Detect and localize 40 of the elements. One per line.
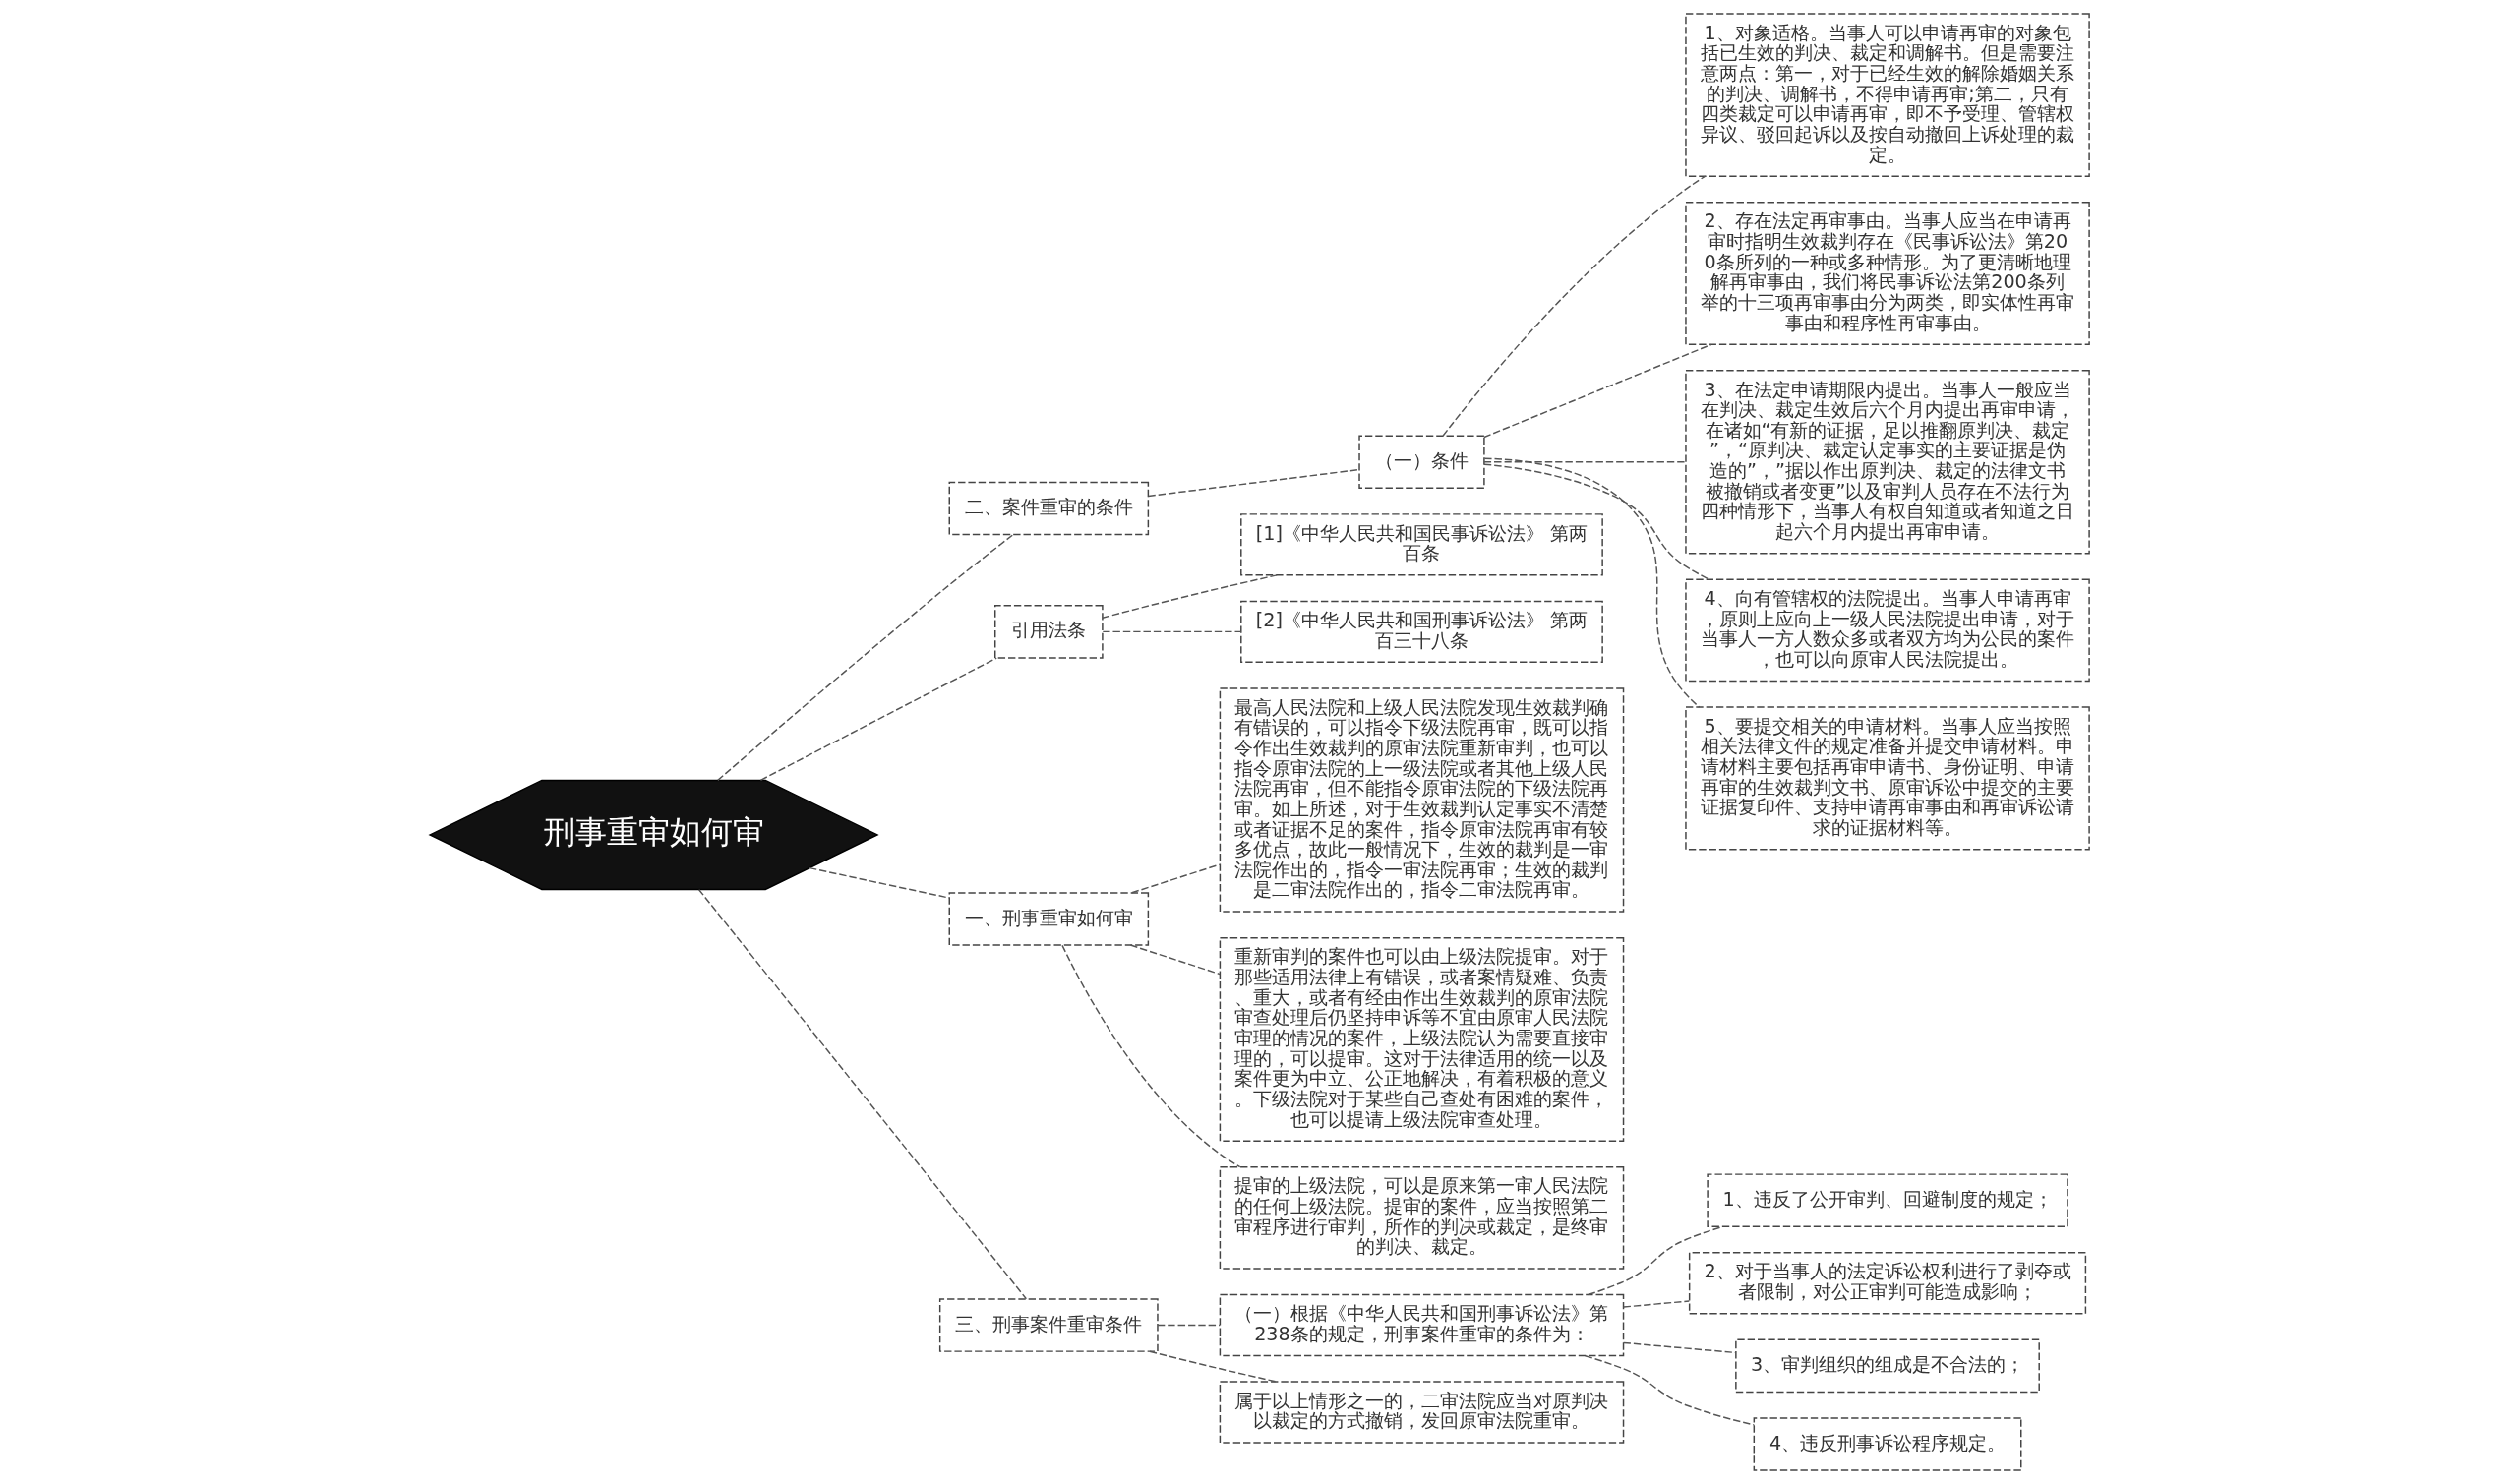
node-box: 属于以上情形之一的，二审法院应当对原判决以裁定的方式撤销，发回原审法院重审。 bbox=[1219, 1381, 1624, 1444]
node-box: 4、向有管辖权的法院提出。当事人申请再审，原则上应向上一级人民法院提出申请，对于当事人一方人数众多或者双方均为公民的案件，也可以向原审人民法院提出。 bbox=[1684, 578, 2090, 683]
connector bbox=[697, 888, 1027, 1300]
node-box: 2、存在法定再审事由。当事人应当在申请再审时指明生效裁判存在《民事诉讼法》第200条所列的一种或多种情形。为了更清晰地理解再审事由，我们将民事诉讼法第200条列举的十三项再审事由分为两类，即实体性再审事由和程序性再审事由。 bbox=[1684, 201, 2090, 345]
node-box: 引用法条 bbox=[993, 605, 1104, 659]
connector bbox=[1482, 343, 1711, 439]
node-box: 二、案件重审的条件 bbox=[948, 481, 1149, 536]
connector bbox=[759, 657, 997, 782]
node-box: 5、要提交相关的申请材料。当事人应当按照相关法律文件的规定准备并提交申请材料。申请材料主要包括再审申请书、身份证明、申请再审的生效裁判文书、原审诉讼中提交的主要证据复印件、支持申请再审事由和再审诉讼请求的证据材料等。 bbox=[1684, 706, 2090, 851]
connector bbox=[1102, 630, 1241, 633]
node-box: 1、对象适格。当事人可以申请再审的对象包括已生效的判决、裁定和调解书。但是需要注意两点：第一，对于已经生效的解除婚姻关系的判决、调解书，不得申请再审;第二，只有四类裁定可以申请再审，即不予受理、管辖权异议、驳回起诉以及按自动撤回上诉处理的裁定。 bbox=[1684, 13, 2090, 177]
connector bbox=[716, 533, 1014, 782]
connector bbox=[808, 866, 950, 899]
connector bbox=[1147, 468, 1359, 498]
connector bbox=[1584, 1354, 1755, 1426]
node-box: 3、在法定申请期限内提出。当事人一般应当在判决、裁定生效后六个月内提出再审申请，在诸如“有新的证据，足以推翻原判决、裁定”，“原判决、裁定认定事实的主要证据是伪造的”，”据以作出原判决、裁定的法律文书被撤销或者变更”以及审判人员存在不法行为四种情形下，当事人有权自知道或者知道之日起六个月内提出再审申请。 bbox=[1684, 370, 2090, 555]
node-box: 提审的上级法院，可以是原来第一审人民法院的任何上级法院。提审的案件，应当按照第二审程序进行审判，所作的判决或裁定，是终审的判决、裁定。 bbox=[1219, 1166, 1624, 1270]
connector bbox=[1129, 944, 1221, 976]
node-box: 三、刑事案件重审条件 bbox=[938, 1298, 1159, 1352]
node-box: [2]《中华人民共和国刑事诉讼法》 第两百三十八条 bbox=[1239, 600, 1603, 664]
node-box: （一）根据《中华人民共和国刑事诉讼法》第238条的规定，刑事案件重审的条件为： bbox=[1219, 1293, 1624, 1357]
connector bbox=[1483, 457, 1700, 708]
connector bbox=[1622, 1341, 1736, 1354]
node-box: 1、违反了公开审判、回避制度的规定； bbox=[1706, 1173, 2068, 1227]
connector bbox=[1156, 1324, 1221, 1327]
connector bbox=[1060, 944, 1240, 1168]
node-box: 3、审判组织的组成是不合法的； bbox=[1734, 1338, 2040, 1394]
node-box: [1]《中华人民共和国民事诉讼法》 第两百条 bbox=[1239, 513, 1603, 576]
node-box: 4、违反刑事诉讼程序规定。 bbox=[1753, 1417, 2021, 1471]
node-box: （一）条件 bbox=[1357, 435, 1485, 490]
node-box: 重新审判的案件也可以由上级法院提审。对于那些适用法律上有错误，或者案情疑难、负责、重大，或者有经由作出生效裁判的原审法院审查处理后仍坚持申诉等不宜由原审人民法院审理的情况的案件，上级法院认为需要直接审理的，可以提审。这对于法律适用的统一以及案件更为中立、公正地解决，有着积极的意义。下级法院对于某些自己查处有困难的案件，也可以提请上级法院审查处理。 bbox=[1219, 936, 1624, 1142]
connector bbox=[1130, 863, 1221, 894]
node-box: 一、刑事重审如何审 bbox=[948, 892, 1149, 946]
node-box: 2、对于当事人的法定诉讼权利进行了剥夺或者限制，对公正审判可能造成影响； bbox=[1688, 1252, 2086, 1315]
connector bbox=[1622, 1300, 1690, 1308]
connector bbox=[1482, 463, 1709, 580]
connector bbox=[1441, 175, 1706, 437]
connector bbox=[1587, 1225, 1723, 1296]
connector bbox=[1482, 461, 1686, 463]
node-box: 最高人民法院和上级人民法院发现生效裁判确有错误的，可以指令下级法院再审，既可以指令作出生效裁判的原审法院重新审判，也可以指令原审法院的上一级法院或者其他上级人民法院再审，但不能指令原审法院的下级法院再审。如上所述，对于生效裁判认定事实不清楚或者证据不足的案件，指令原审法院再审有较多优点，故此一般情况下，生效的裁判是一审法院作出的，指令一审法院再审；生效的裁判是二审法院作出的，指令二审法院再审。 bbox=[1219, 687, 1624, 913]
